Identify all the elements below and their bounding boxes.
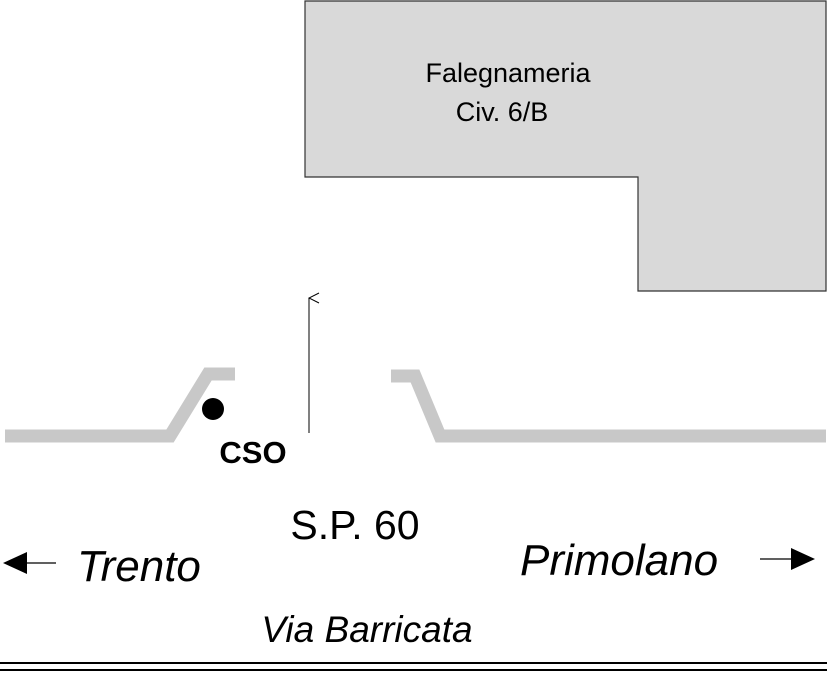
building-falegnameria	[304, 0, 827, 292]
direction-left-label: Trento	[77, 542, 201, 591]
building-number: Civ. 6/B	[456, 97, 549, 127]
road-name: S.P. 60	[290, 502, 419, 548]
road-edge-right	[391, 369, 826, 443]
arrow-right-icon	[760, 548, 815, 570]
road-edge-left	[5, 367, 235, 443]
cso-marker-dot	[202, 398, 224, 420]
street-name: Via Barricata	[261, 609, 472, 650]
cso-label: CSO	[219, 435, 286, 470]
direction-right-label: Primolano	[520, 536, 718, 585]
arrow-left-icon	[3, 552, 56, 574]
building-name: Falegnameria	[425, 58, 591, 88]
